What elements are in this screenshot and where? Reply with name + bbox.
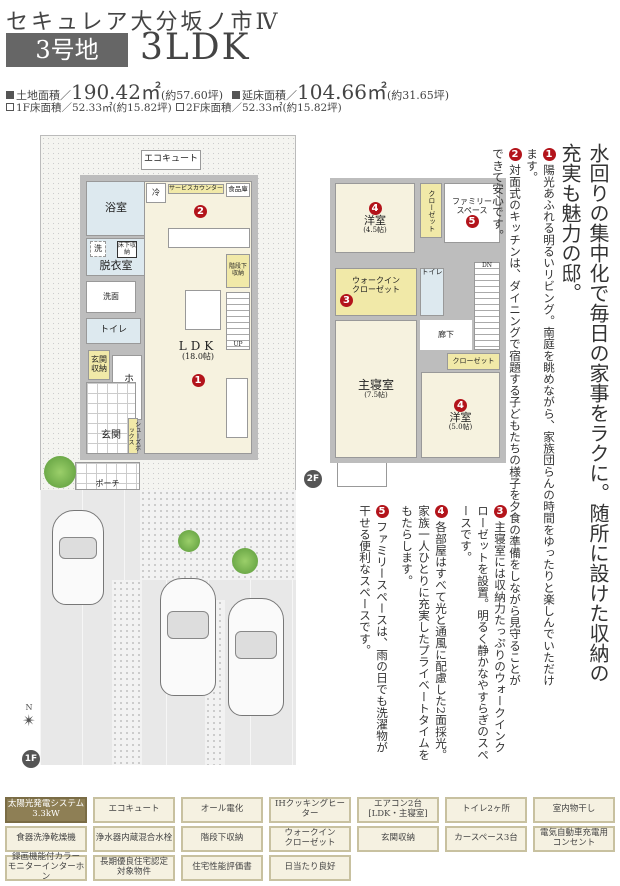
point-marker-4b: 4	[454, 398, 467, 412]
tree	[44, 456, 76, 488]
floor2-area: 2F床面積／52.33㎡(約15.82坪)	[176, 100, 342, 115]
fridge: 冷	[146, 183, 166, 203]
point-marker-5: 5	[465, 215, 479, 229]
headline: 水回りの集中化で毎日の家事をラクに。随所に設けた収納の充実も魅力の邸。	[558, 143, 610, 683]
kitchen-counter	[168, 228, 250, 248]
western2-label: 洋室	[449, 410, 472, 424]
sofa	[226, 378, 248, 438]
floor1-badge: 1F	[22, 750, 40, 768]
western1-size: (4.5帖)	[363, 225, 387, 234]
washing-machine: 洗	[90, 241, 106, 257]
western-room-2: 4 洋室 (5.0帖)	[421, 372, 500, 458]
feature-tag: 住宅性能評価書	[181, 855, 263, 881]
feature-tag: 長期優良住宅認定 対象物件	[93, 855, 175, 881]
shoebox: シューズボックス	[127, 418, 141, 454]
pantry: 食品庫	[226, 183, 250, 197]
floor2-badge: 2F	[304, 470, 322, 488]
point-1: 1陽光あふれる明るいリビング。南庭を眺めながら、家族団らんの時間をゆったりと楽し…	[525, 148, 556, 686]
entrance-storage: 玄関収納	[88, 350, 110, 380]
wic-label: ウォークインクローゼット	[352, 275, 400, 294]
family-space-label: ファミリースペース	[452, 196, 492, 215]
car	[228, 598, 284, 716]
ldk-size: (18.0帖)	[181, 352, 215, 362]
lot-number: 3号地	[6, 33, 128, 67]
closet-2f: クローゼット	[420, 183, 442, 238]
bathroom: 浴室	[86, 181, 146, 236]
tree	[232, 548, 258, 574]
compass-icon: N✴	[22, 703, 36, 730]
closet-2f-2: クローゼット	[447, 353, 500, 370]
point-marker-3: 3	[340, 294, 353, 308]
property-title: セキュレア大分坂ノ市Ⅳ	[6, 10, 281, 35]
layout-type: 3LDK	[140, 27, 251, 68]
feature-tag: 階段下収納	[181, 826, 263, 852]
walk-in-closet: ウォークインクローゼット 3	[335, 268, 417, 316]
feature-tag: ウォークイン クローゼット	[269, 826, 351, 852]
land-area: 土地面積／190.42㎡(約57.60坪)	[6, 76, 223, 105]
point-marker-1: 1	[191, 373, 205, 387]
washstand: 洗面	[86, 281, 136, 313]
garden	[140, 490, 296, 580]
under-stairs-storage: 階段下収納	[226, 254, 250, 288]
stairs-2f: DN	[474, 262, 500, 350]
points-upper: 1陽光あふれる明るいリビング。南庭を眺めながら、家族団らんの時間をゆったりと楽し…	[491, 148, 557, 688]
ldk-label: LDK	[178, 339, 218, 353]
dining-table	[185, 290, 221, 330]
feature-tag: トイレ2ヶ所	[445, 797, 527, 823]
porch: ポーチ	[75, 462, 140, 490]
feature-tag: 太陽光発電システム 3.3kW	[5, 797, 87, 823]
car	[52, 510, 104, 605]
tree	[178, 530, 200, 552]
floor1-area: 1F床面積／52.33㎡(約15.82坪)	[6, 100, 172, 115]
point-4: 4各部屋はすべて光と通風に配慮した2面採光。家族一人ひとりに充実したプライベート…	[400, 505, 448, 761]
feature-tag: 浄水器内蔵混合水栓	[93, 826, 175, 852]
point-marker-2: 2	[194, 205, 207, 218]
point-marker-4: 4	[368, 201, 382, 215]
stairs-1f: UP	[226, 292, 250, 350]
family-space: ファミリースペース 5	[444, 183, 500, 243]
balcony	[337, 463, 387, 487]
feature-tag: 玄関収納	[357, 826, 439, 852]
feature-tag: エアコン2台 [LDK・主寝室]	[357, 797, 439, 823]
service-counter: サービスカウンター	[168, 184, 224, 194]
points-lower: 3主寝室には収納力たっぷりのウォークインクローゼットを設置。明るく静かなやすらぎ…	[358, 505, 508, 763]
feature-tag: エコキュート	[93, 797, 175, 823]
point-5: 5ファミリースペースは、雨の日でも洗濯物が干せる便利なスペースです。	[358, 505, 389, 753]
hallway: 廊下	[420, 320, 472, 350]
eco-cute: エコキュート	[141, 150, 201, 170]
paving-strip	[112, 580, 142, 765]
feature-tag: オール電化	[181, 797, 263, 823]
western2-size: (5.0帖)	[448, 422, 473, 431]
car	[160, 578, 216, 696]
underfloor-storage: 床下収納	[117, 241, 137, 258]
feature-tag: 電気自動車充電用 コンセント	[533, 826, 615, 852]
toilet-2f: トイレ	[420, 268, 444, 316]
point-3: 3主寝室には収納力たっぷりのウォークインクローゼットを設置。明るく静かなやすらぎ…	[459, 505, 507, 761]
total-floor-area: 延床面積／104.66㎡(約31.65坪)	[232, 76, 449, 105]
master-bedroom: 主寝室 (7.5帖)	[335, 320, 417, 458]
master-size: (7.5帖)	[364, 390, 388, 399]
feature-tag: 録画機能付カラー モニターインターホン	[5, 852, 87, 882]
feature-tag: 日当たり良好	[269, 855, 351, 881]
entrance: 玄関	[86, 382, 136, 454]
feature-tag: 室内物干し	[533, 797, 615, 823]
western-room-1: 4 洋室 (4.5帖)	[335, 183, 415, 253]
master-label: 主寝室	[357, 377, 394, 392]
feature-tag: カースペース3台	[445, 826, 527, 852]
point-2: 2対面式のキッチンは、ダイニングで宿題する子どもたちの様子を夕食の準備をしながら…	[491, 148, 522, 686]
western1-label: 洋室	[364, 213, 386, 227]
feature-tag: IHクッキングヒーター	[269, 797, 351, 823]
toilet-1f: トイレ	[86, 318, 141, 344]
feature-tag: 食器洗浄乾燥機	[5, 826, 87, 852]
